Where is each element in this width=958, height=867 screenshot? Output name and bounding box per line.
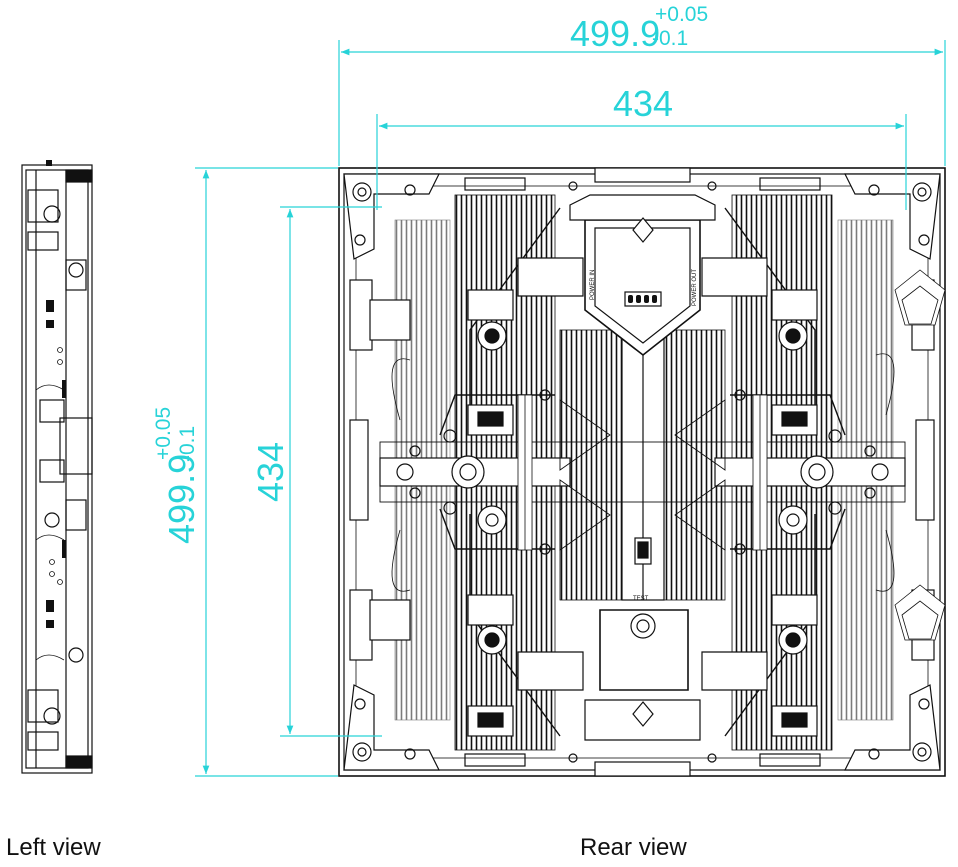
rear-view-drawing: [338, 167, 946, 777]
outer-width-nominal: 499.9: [570, 13, 660, 54]
outer-width-label: 499.9: [570, 13, 660, 54]
handle: [517, 257, 768, 691]
power-out-label: POWER OUT: [692, 269, 698, 306]
left-view-caption: Left view: [6, 834, 101, 861]
latch-module: [467, 289, 818, 737]
dimension-lines: [195, 40, 946, 777]
inner-height-label: 434: [250, 442, 291, 502]
outer-height-minus-tolerance: -0.1: [176, 426, 199, 462]
power-in-label: POWER IN: [590, 270, 596, 300]
rear-view-caption: Rear view: [580, 834, 687, 861]
outer-height-nominal: 499.9: [161, 454, 202, 544]
corner-bracket: [343, 173, 941, 771]
outer-width-plus-tolerance: +0.05: [655, 3, 708, 26]
outer-height-plus-tolerance: +0.05: [152, 407, 175, 460]
inner-width-label: 434: [613, 83, 673, 124]
test-label: TEST: [633, 596, 649, 602]
outer-width-minus-tolerance: -0.1: [652, 27, 688, 50]
left-view-drawing: [21, 160, 93, 774]
